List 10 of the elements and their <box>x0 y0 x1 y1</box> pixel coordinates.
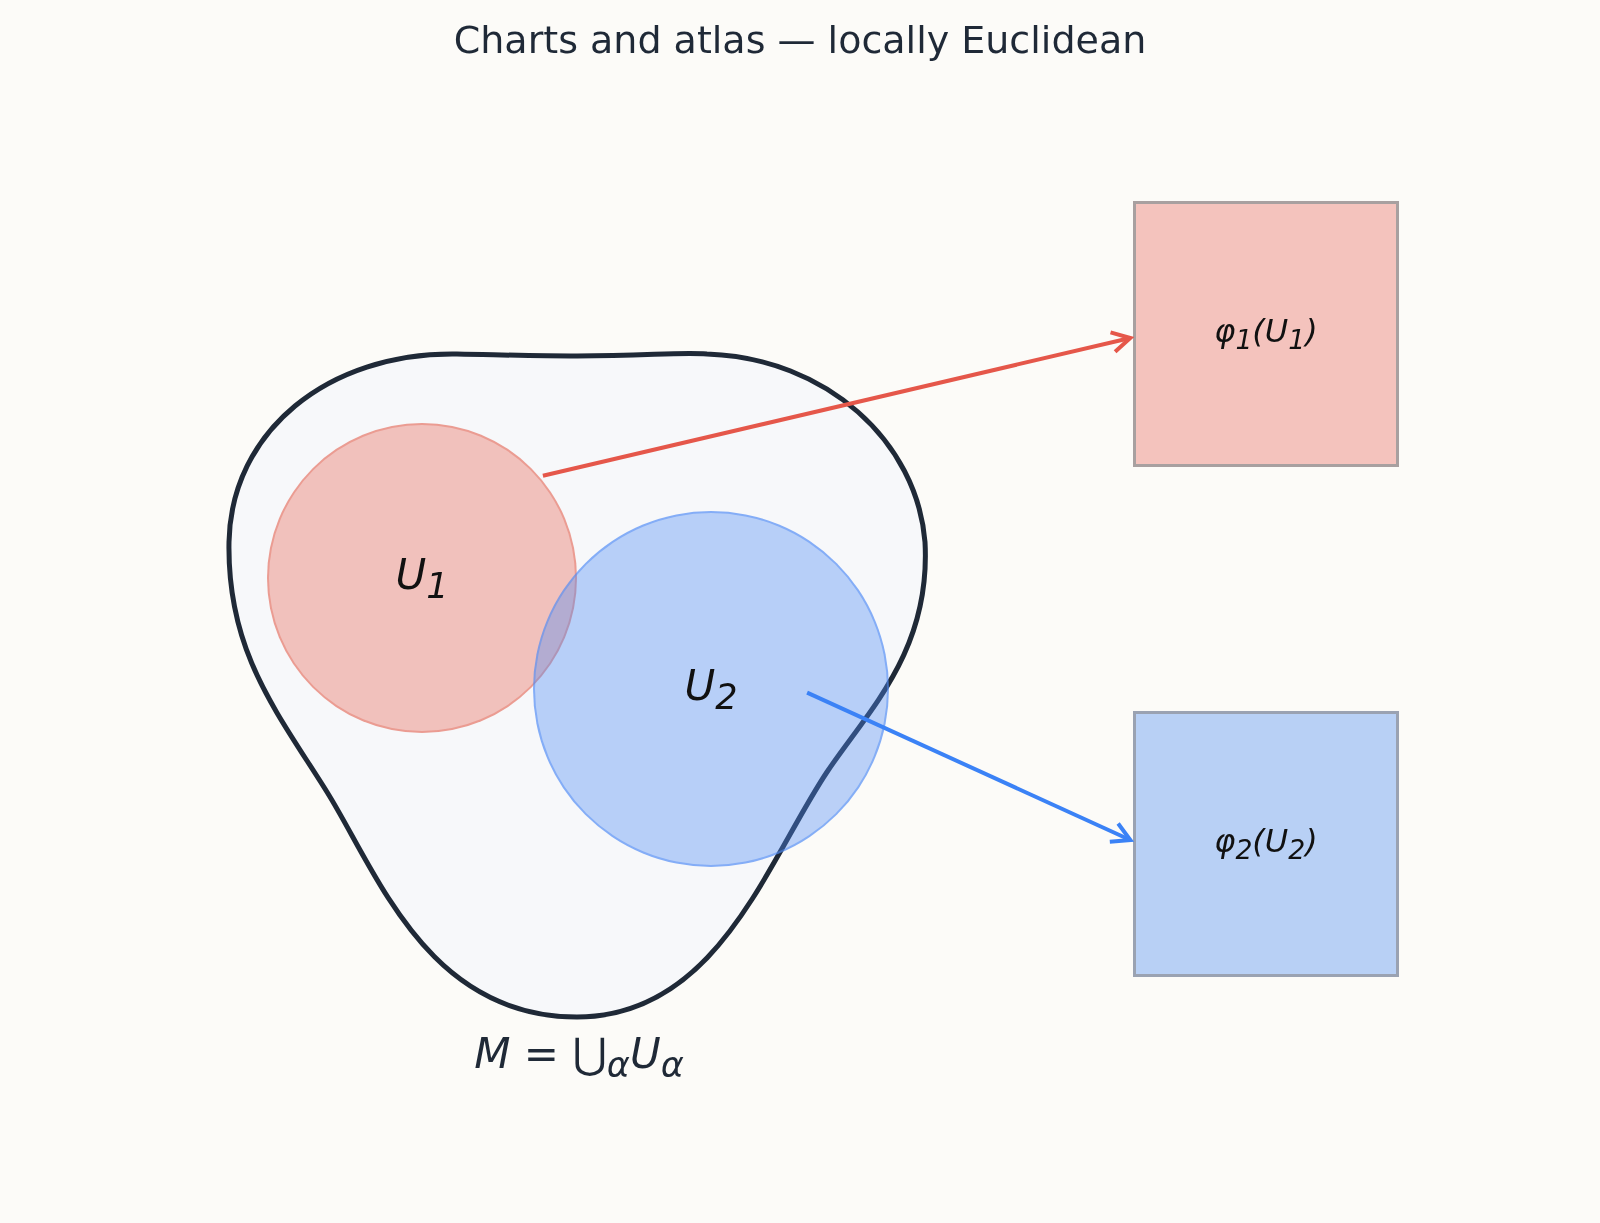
math-label: U$_{1}$ <box>395 549 449 607</box>
math-label: φ$_{2}$(U$_{2}$) <box>1214 822 1318 866</box>
diagram-title: Charts and atlas — locally Euclidean <box>452 18 1148 62</box>
math-label: U$_{2}$ <box>684 660 738 718</box>
chart-image-square <box>1133 711 1399 977</box>
chart-image-square <box>1133 201 1399 467</box>
arrow <box>806 690 1133 844</box>
formula: M = ⋃$_{α}$U$_{α}$ <box>474 1029 684 1086</box>
math-label: φ$_{1}$(U$_{1}$) <box>1214 312 1318 356</box>
arrow <box>542 330 1133 478</box>
